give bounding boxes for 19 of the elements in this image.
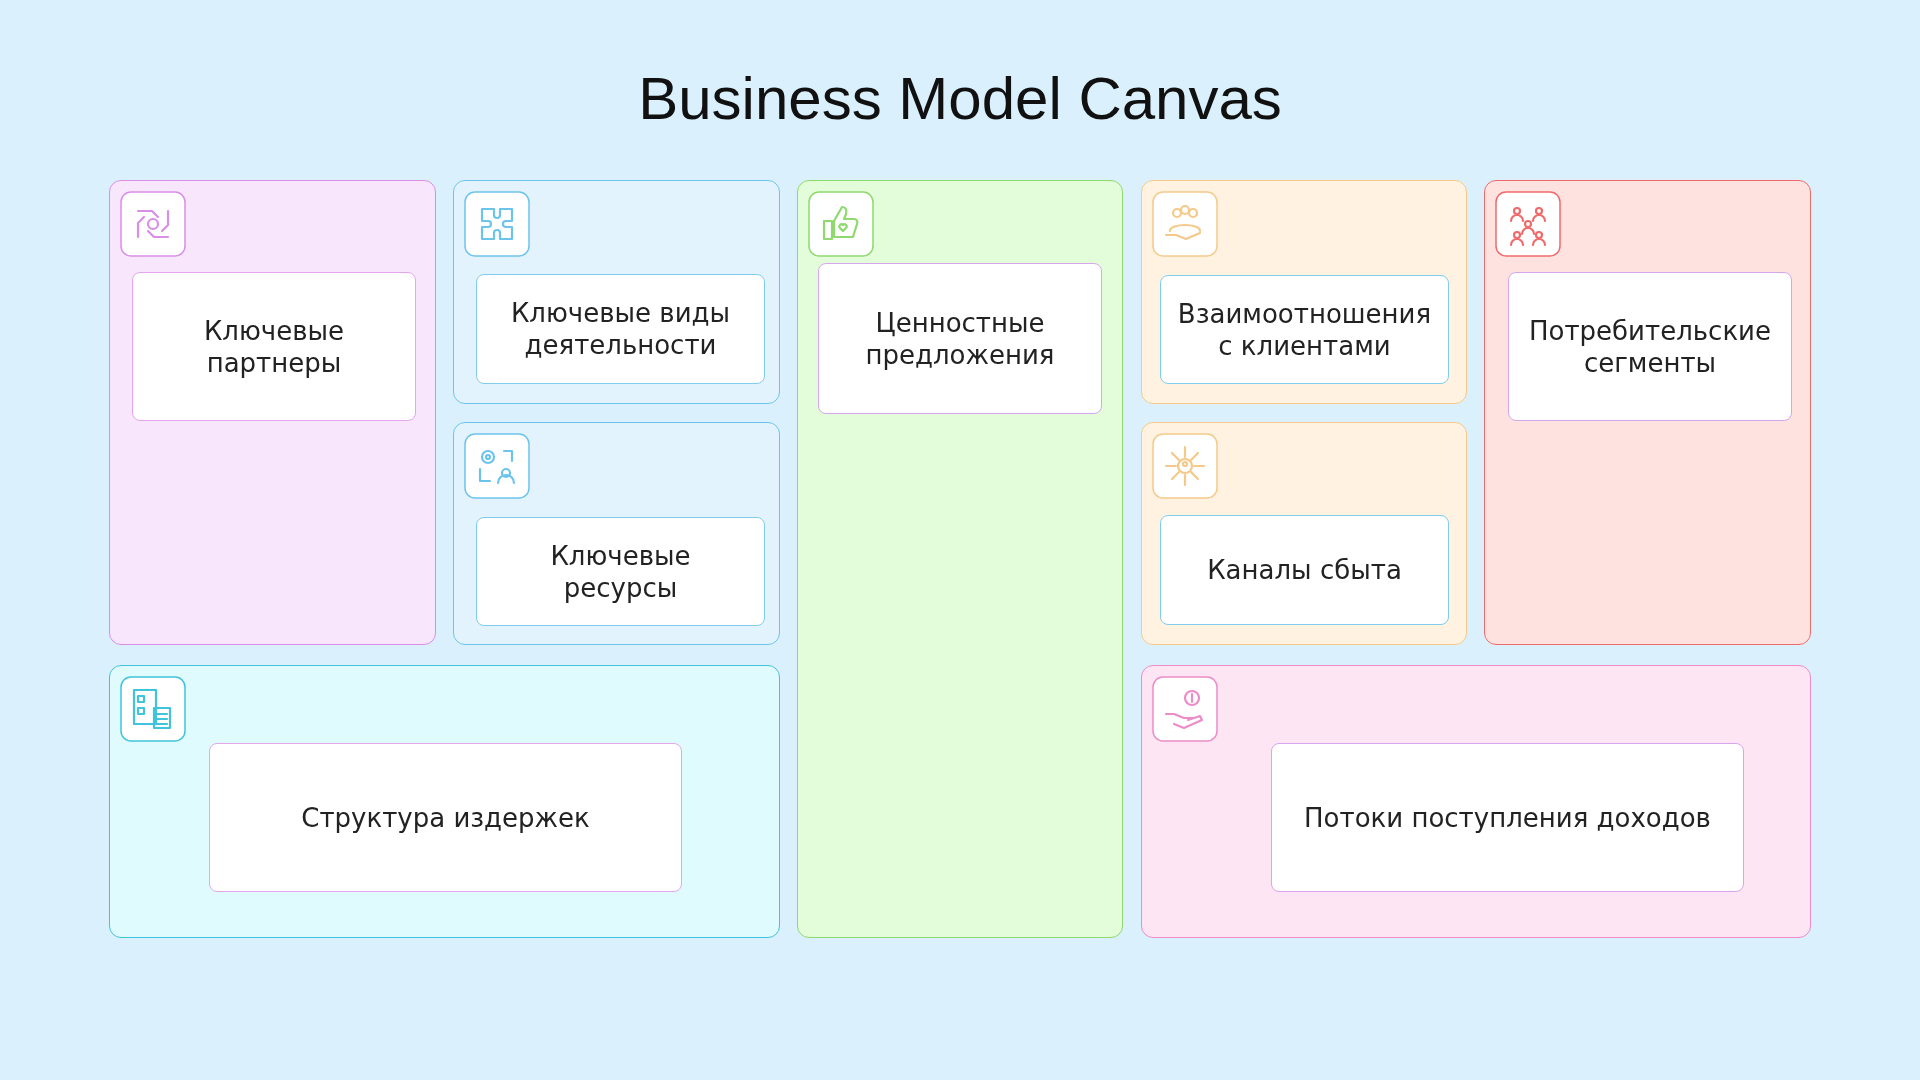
canvas-panel: [453, 180, 780, 404]
text-card: Ключевые ресурсы: [476, 517, 765, 626]
text-card: Ценностные предложения: [818, 263, 1102, 414]
canvas-panel: [109, 665, 780, 938]
canvas-panel: [1141, 422, 1467, 645]
text-card: Ключевые партнеры: [132, 272, 416, 421]
canvas-panel: [1141, 180, 1467, 404]
text-card: Каналы сбыта: [1160, 515, 1449, 625]
canvas-panel: [797, 180, 1123, 938]
title: Business Model Canvas: [637, 64, 1283, 133]
text-card: Взаимоотношения с клиентами: [1160, 275, 1449, 384]
canvas-panel: [1484, 180, 1811, 645]
text-card: Потребительские сегменты: [1508, 272, 1792, 421]
canvas-panel: [1141, 665, 1811, 938]
text-card: Ключевые виды деятельности: [476, 274, 765, 384]
text-card: Структура издержек: [209, 743, 682, 892]
canvas-panel: [453, 422, 780, 645]
canvas-panel: [109, 180, 436, 645]
text-card: Потоки поступления доходов: [1271, 743, 1744, 892]
